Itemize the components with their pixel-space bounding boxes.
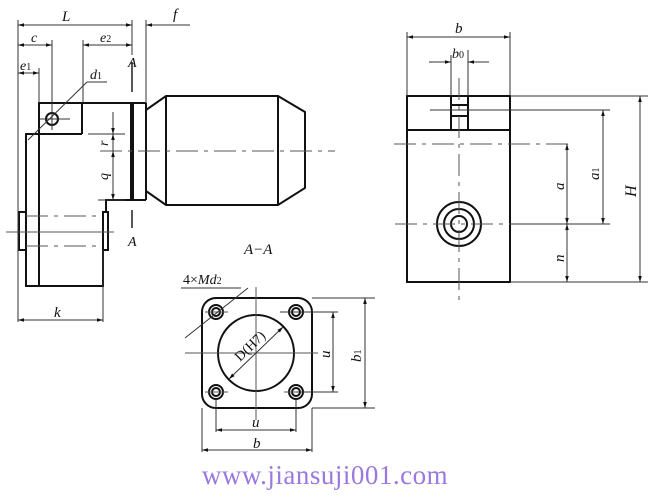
dim-a1-label: a1: [587, 168, 603, 181]
dim-H-label: H: [623, 184, 640, 198]
dim-b1-label: b1: [349, 350, 365, 363]
watermark-text: www.jiansuji001.com: [201, 460, 449, 490]
side-view: b b0 a a1 H n: [394, 21, 648, 300]
dim-d1-label: d1: [90, 68, 102, 83]
dim-L-label: L: [61, 9, 70, 25]
section-view: A−A 4×Md2 D(H7) u b u b1: [181, 242, 375, 452]
dim-k-label: k: [54, 305, 61, 321]
section-title: A−A: [243, 242, 273, 258]
dim-b0-label: b0: [452, 47, 464, 62]
front-view: L f c e2 e1 d1 A A r q k: [6, 7, 335, 322]
dim-a-label: a: [552, 183, 568, 191]
hole-callout-label: 4×Md2: [183, 273, 222, 288]
dim-u-horizontal-label: u: [252, 415, 260, 431]
dim-b-horizontal-label: b: [253, 436, 261, 452]
dim-e1-label: e1: [20, 59, 31, 74]
section-marker-top: A: [127, 56, 137, 71]
dim-u-vertical-label: u: [318, 351, 334, 359]
dim-r-label: r: [97, 140, 112, 146]
dim-c-label: c: [31, 31, 38, 46]
dim-q-label: q: [97, 173, 112, 180]
section-marker-bottom: A: [127, 235, 137, 250]
bore-label: D(H7): [232, 328, 269, 364]
dim-n-label: n: [552, 255, 568, 263]
dim-b-label: b: [455, 21, 463, 37]
dim-e2-label: e2: [100, 31, 111, 46]
dim-f-label: f: [173, 7, 179, 23]
